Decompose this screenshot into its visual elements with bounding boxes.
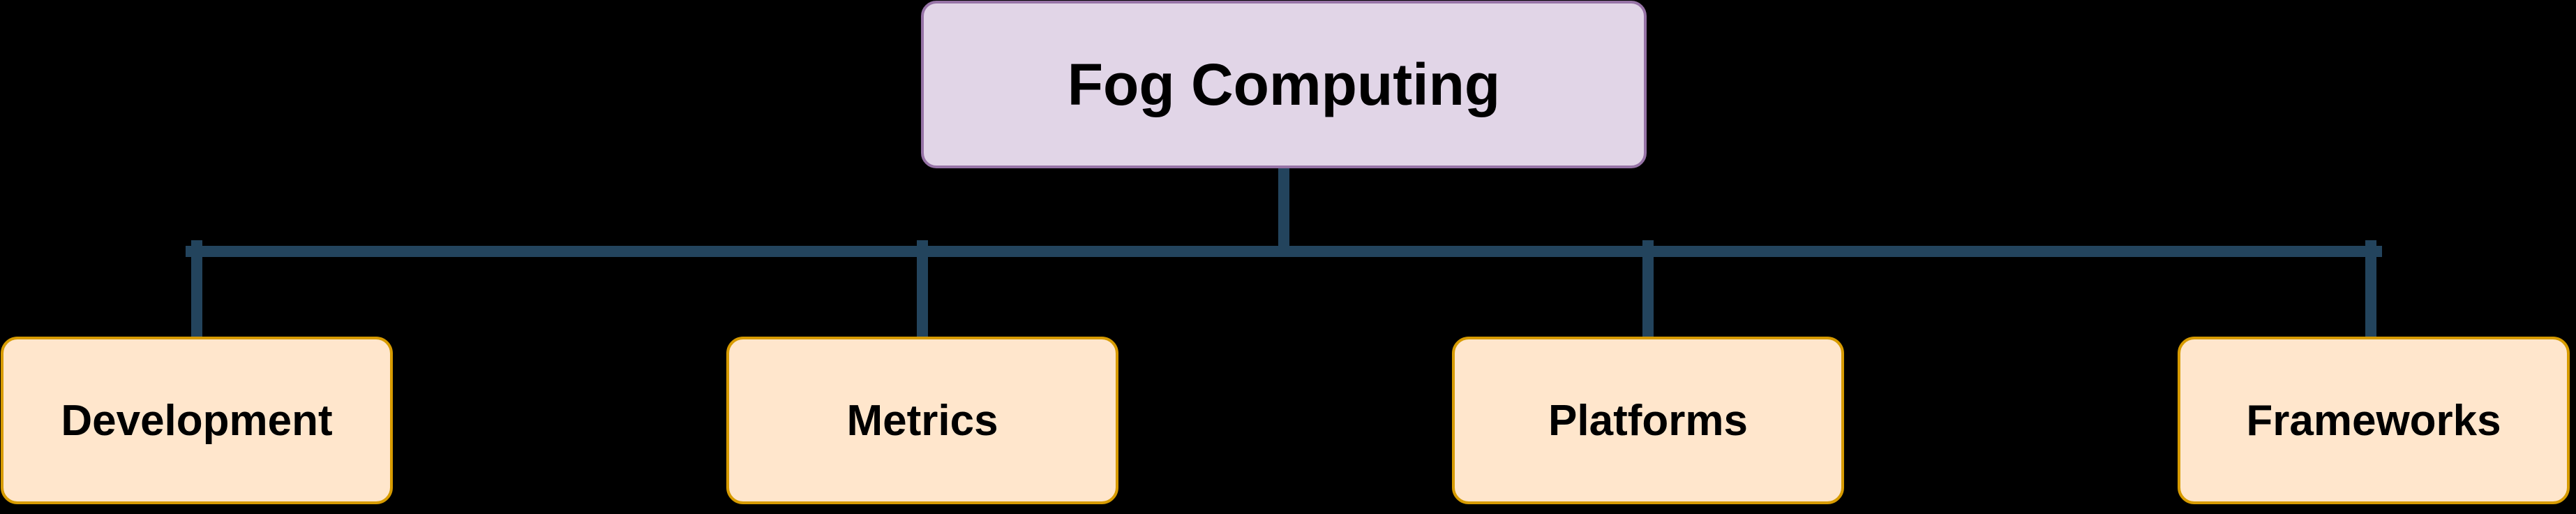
child-node-label: Development xyxy=(61,396,333,445)
child-node-platforms: Platforms xyxy=(1452,337,1844,504)
child-node-label: Metrics xyxy=(846,396,998,445)
child-node-development: Development xyxy=(1,337,393,504)
child-node-label: Platforms xyxy=(1548,396,1748,445)
root-node-label: Fog Computing xyxy=(1067,51,1501,117)
child-node-frameworks: Frameworks xyxy=(2178,337,2570,504)
root-node-fog-computing: Fog Computing xyxy=(921,1,1647,168)
child-node-metrics: Metrics xyxy=(726,337,1118,504)
child-node-label: Frameworks xyxy=(2246,396,2501,445)
